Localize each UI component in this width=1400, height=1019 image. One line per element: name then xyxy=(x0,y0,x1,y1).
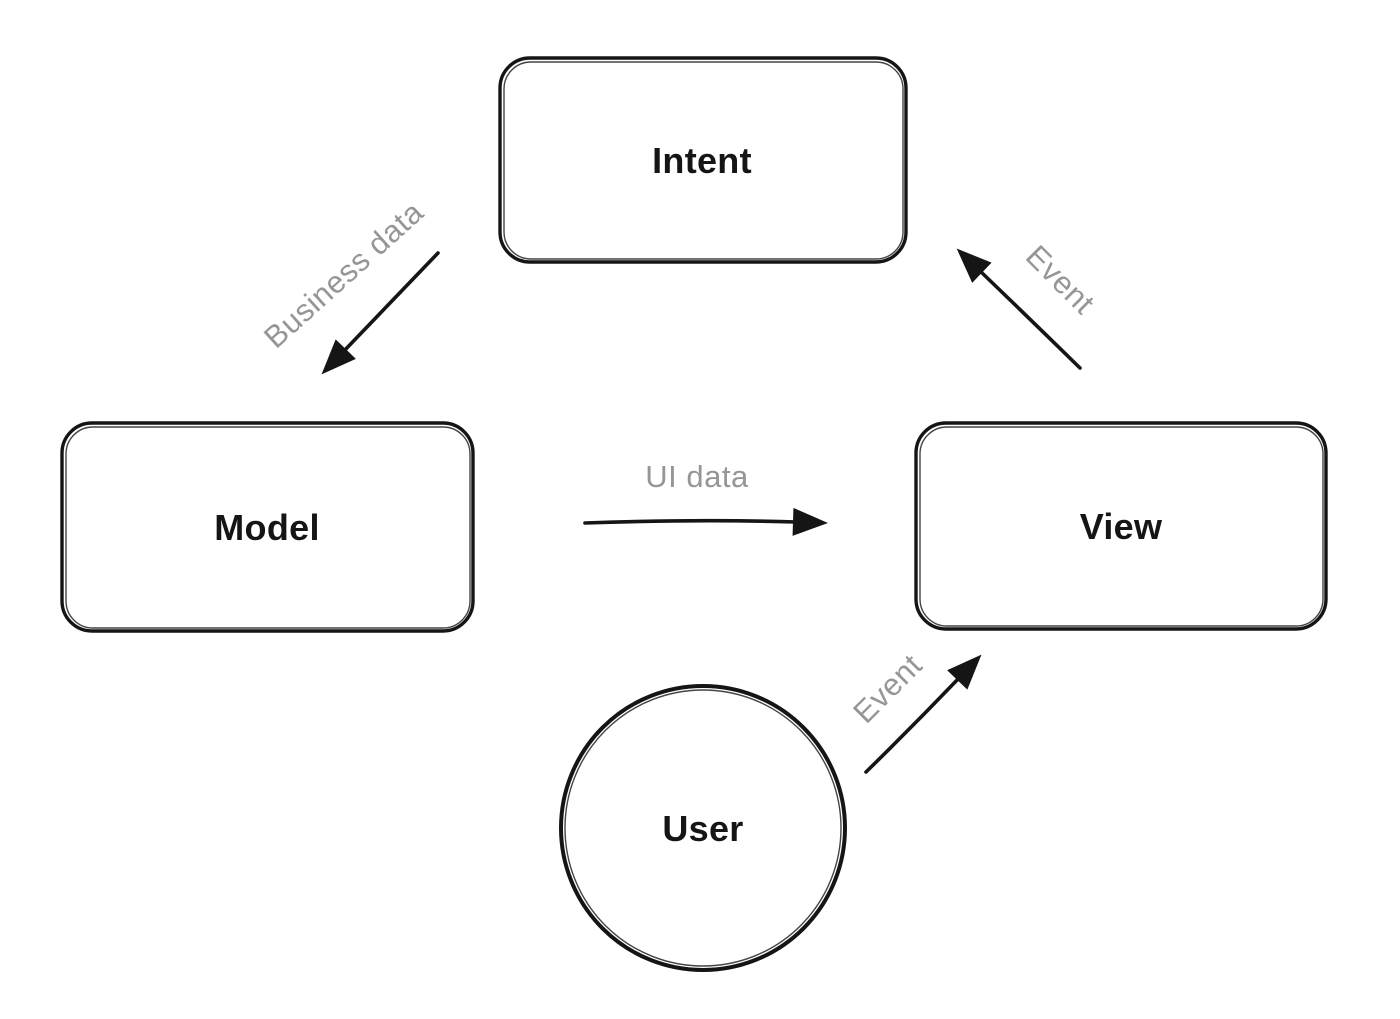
node-label-view: View xyxy=(1079,506,1163,547)
arrow-model-to-view xyxy=(583,507,828,536)
arrow-intent-to-model xyxy=(321,251,440,375)
arrow-user-to-view xyxy=(864,654,982,774)
edge-label-ui-data: UI data xyxy=(645,459,749,494)
node-model-box xyxy=(60,421,475,633)
arrow-view-to-intent xyxy=(956,248,1082,370)
node-label-model: Model xyxy=(214,507,320,548)
node-label-user: User xyxy=(662,808,744,849)
node-view-box xyxy=(914,421,1328,631)
node-label-intent: Intent xyxy=(652,140,752,181)
node-user-circle xyxy=(559,684,847,972)
node-intent-box xyxy=(498,56,908,264)
